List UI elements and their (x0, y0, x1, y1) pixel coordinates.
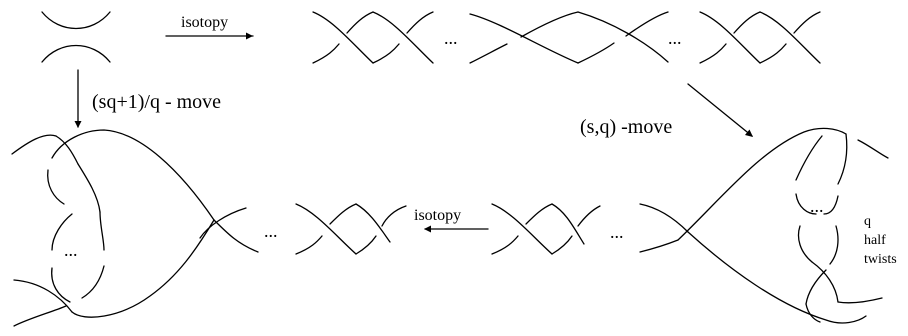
bottom-left-knot: ... ... (11, 129, 407, 327)
twists-half-label: half (864, 233, 886, 248)
ellipsis-left-column: ... (64, 240, 78, 260)
ellipsis-top-1: ... (444, 28, 458, 48)
isotopy-label-top: isotopy (181, 14, 228, 31)
move-arrow-left: (sq+1)/q - move (74, 69, 221, 128)
top-twist-row: ... ... (312, 11, 821, 64)
ellipsis-top-2: ... (668, 28, 682, 48)
ellipsis-right-column: ... (810, 196, 824, 216)
isotopy-arrow-top: isotopy (165, 14, 254, 40)
top-left-arcs (41, 11, 111, 63)
ellipsis-bottom-left: ... (264, 221, 278, 241)
bottom-right-knot: ... ... (491, 127, 889, 324)
twists-twists-label: twists (864, 252, 897, 267)
isotopy-label-bottom: isotopy (414, 207, 461, 224)
move-label-left: (sq+1)/q - move (92, 91, 221, 113)
move-label-right: (s,q) -move (580, 116, 672, 138)
half-twists-label: q half twists (864, 214, 897, 267)
ellipsis-bottom-right: ... (610, 222, 624, 242)
isotopy-arrow-bottom: isotopy (414, 207, 489, 233)
move-arrow-right: (s,q) -move (580, 83, 753, 138)
twists-q-label: q (864, 214, 871, 229)
